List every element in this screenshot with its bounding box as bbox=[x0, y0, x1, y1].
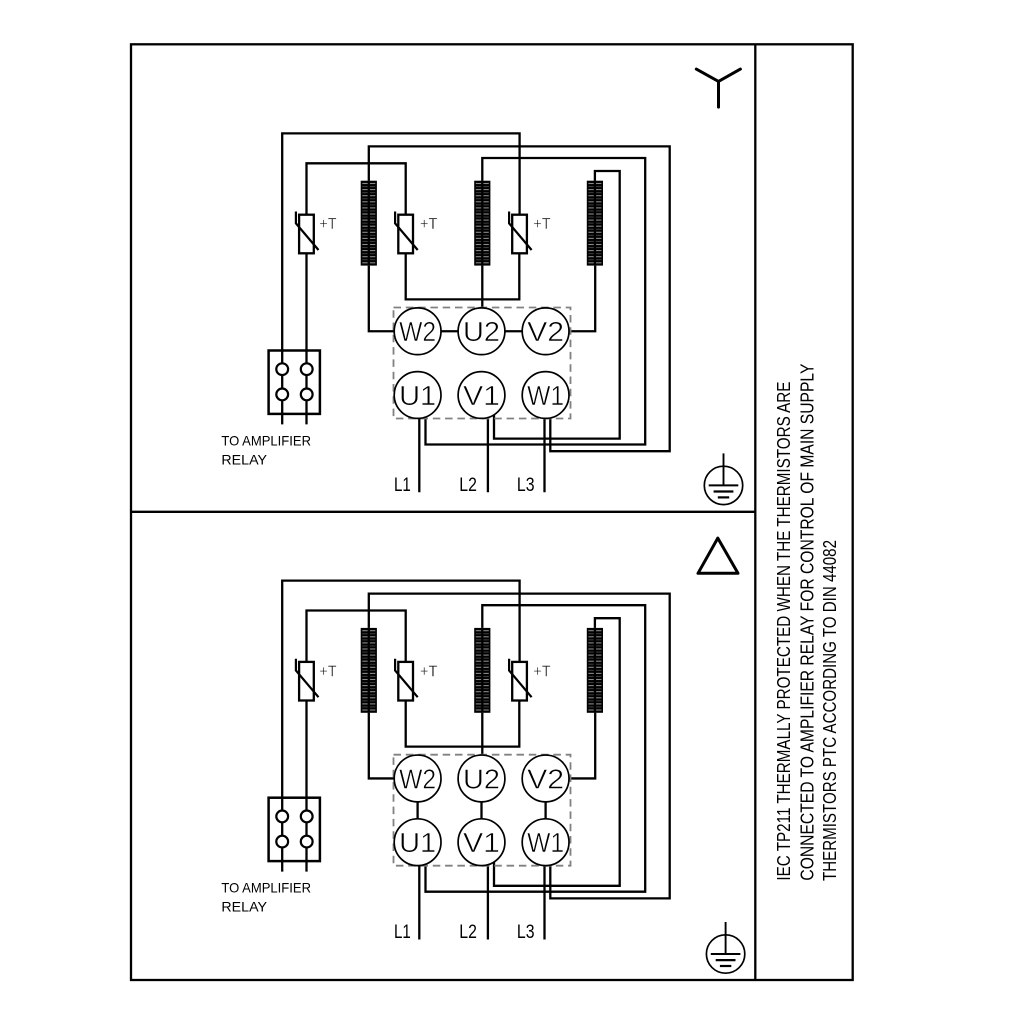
svg-text:TO AMPLIFIER: TO AMPLIFIER bbox=[221, 880, 311, 896]
svg-text:U1: U1 bbox=[399, 380, 436, 411]
svg-text:RELAY: RELAY bbox=[221, 452, 267, 468]
svg-text:U2: U2 bbox=[463, 763, 500, 794]
svg-text:CONNECTED TO AMPLIFIER RELAY F: CONNECTED TO AMPLIFIER RELAY FOR CONTROL… bbox=[797, 364, 817, 881]
svg-text:V2: V2 bbox=[527, 763, 564, 794]
svg-text:+T: +T bbox=[533, 216, 551, 233]
svg-text:+T: +T bbox=[319, 663, 337, 680]
svg-text:V2: V2 bbox=[527, 316, 564, 347]
svg-text:L1: L1 bbox=[394, 475, 411, 496]
svg-text:L3: L3 bbox=[517, 922, 535, 943]
svg-text:+T: +T bbox=[420, 663, 438, 680]
svg-text:+T: +T bbox=[533, 663, 551, 680]
svg-text:RELAY: RELAY bbox=[221, 899, 267, 915]
svg-text:W1: W1 bbox=[527, 380, 564, 411]
svg-text:V1: V1 bbox=[463, 380, 500, 411]
svg-text:+T: +T bbox=[319, 216, 337, 233]
svg-text:L2: L2 bbox=[459, 922, 477, 943]
svg-text:W1: W1 bbox=[527, 827, 564, 858]
svg-text:IEC TP211 THERMALLY PROTECTED: IEC TP211 THERMALLY PROTECTED WHEN THE T… bbox=[774, 382, 794, 881]
svg-text:THERMISTORS PTC ACCORDING TO D: THERMISTORS PTC ACCORDING TO DIN 44082 bbox=[820, 540, 840, 881]
svg-text:U2: U2 bbox=[463, 316, 500, 347]
svg-text:W2: W2 bbox=[399, 763, 436, 794]
svg-text:L2: L2 bbox=[459, 475, 477, 496]
svg-text:V1: V1 bbox=[463, 827, 500, 858]
svg-text:U1: U1 bbox=[399, 827, 436, 858]
svg-text:+T: +T bbox=[420, 216, 438, 233]
svg-text:W2: W2 bbox=[399, 316, 436, 347]
svg-text:L3: L3 bbox=[517, 475, 535, 496]
svg-text:TO AMPLIFIER: TO AMPLIFIER bbox=[221, 433, 311, 449]
svg-text:L1: L1 bbox=[394, 922, 411, 943]
